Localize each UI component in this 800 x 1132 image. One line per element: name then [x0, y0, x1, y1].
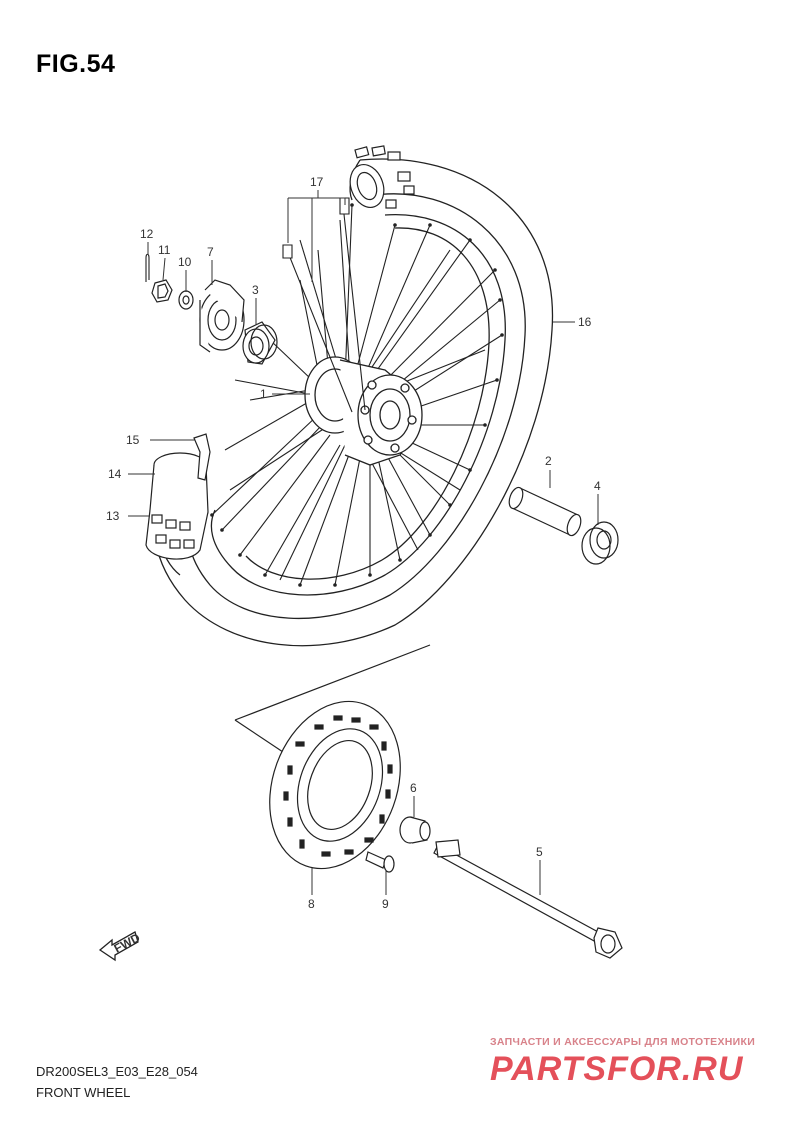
disc-bolt	[365, 851, 395, 873]
label-3: 3	[252, 283, 259, 297]
rim	[153, 158, 554, 647]
brake-disc	[269, 700, 401, 870]
label-15: 15	[126, 433, 140, 447]
speedometer-gearbox	[199, 279, 245, 353]
label-17: 17	[310, 175, 324, 189]
collar	[399, 816, 431, 844]
label-12: 12	[140, 227, 154, 241]
label-8: 8	[308, 897, 315, 911]
label-5: 5	[536, 845, 543, 859]
leader-lines	[128, 190, 599, 895]
bearing-left	[242, 321, 278, 365]
axle	[433, 839, 623, 959]
rim-valve-boss	[349, 145, 415, 209]
nut	[151, 279, 173, 303]
diagram-subtitle: FRONT WHEEL	[36, 1085, 131, 1100]
model-code: DR200SEL3_E03_E28_054	[36, 1064, 198, 1079]
figure-title: FIG.54	[36, 50, 116, 78]
label-11: 11	[158, 243, 171, 257]
label-14: 14	[108, 467, 122, 481]
fwd-label: FWD	[112, 930, 143, 955]
fwd-arrow-icon: FWD	[98, 930, 143, 962]
label-10: 10	[178, 255, 192, 269]
spoke-callout-rods	[282, 197, 366, 413]
label-6: 6	[410, 781, 417, 795]
label-13: 13	[106, 509, 120, 523]
washer	[178, 290, 194, 310]
spoke-nipples	[210, 203, 504, 587]
label-7: 7	[207, 245, 214, 259]
watermark-tagline: ЗАПЧАСТИ И АКСЕССУАРЫ ДЛЯ МОТОТЕХНИКИ	[490, 1036, 756, 1048]
valve-cap	[193, 433, 211, 481]
spacer	[508, 486, 582, 537]
bearing-right	[581, 521, 619, 565]
label-1: 1	[260, 387, 267, 401]
label-9: 9	[382, 897, 389, 911]
watermark-logo: PARTSFOR.RU	[490, 1050, 744, 1088]
label-16: 16	[578, 315, 592, 329]
hub	[304, 356, 423, 466]
label-2: 2	[545, 454, 552, 468]
label-4: 4	[594, 479, 601, 493]
cotter-pin	[145, 253, 150, 282]
part-labels: 1 2 3 4 5 6 7 8 9 10 11 12 13 14 15 16 1…	[106, 175, 601, 911]
